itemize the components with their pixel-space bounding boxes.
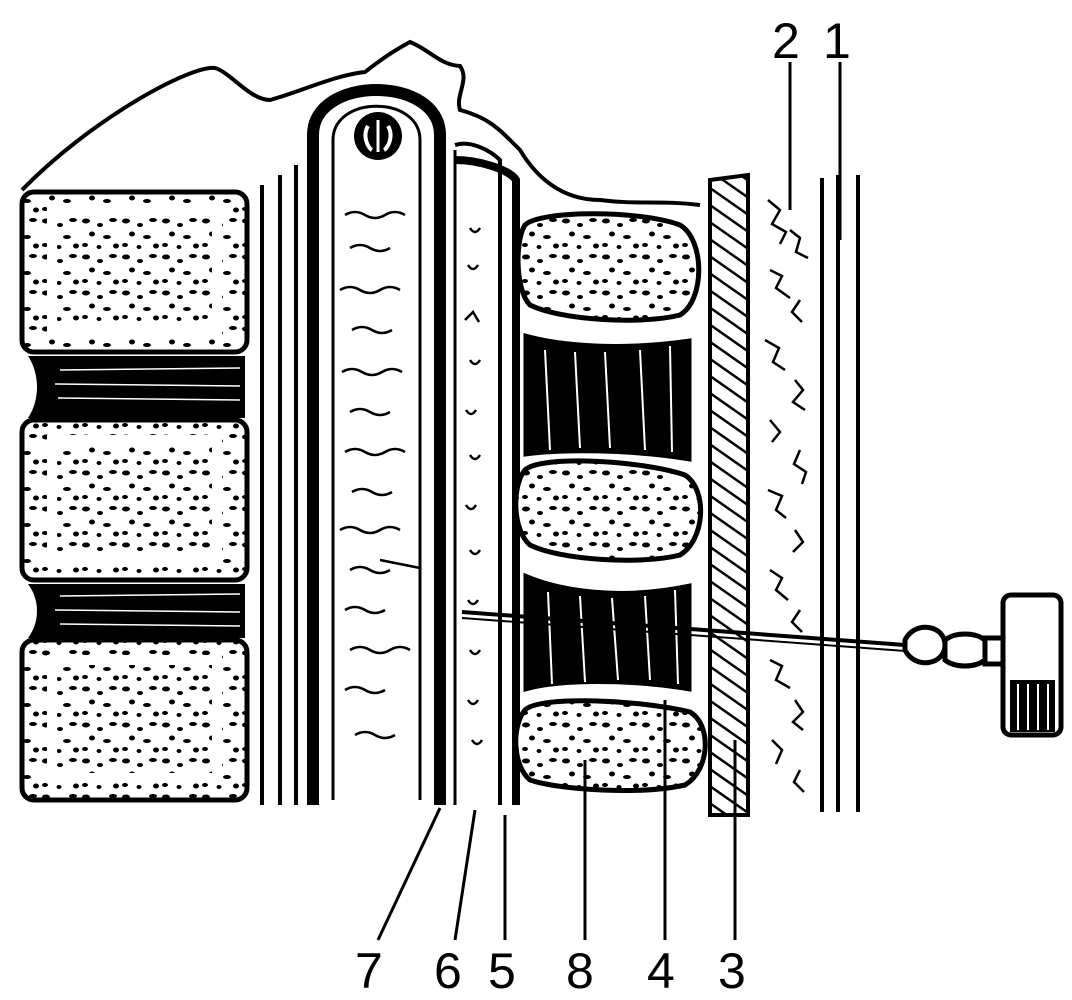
- cauda-equina: [339, 210, 421, 740]
- label-5: 5: [488, 943, 516, 999]
- upper-body-contour: [20, 39, 701, 207]
- intervertebral-discs: [28, 356, 245, 638]
- label-4: 4: [647, 943, 675, 999]
- spinous-process-upper: [515, 211, 702, 323]
- label-1: 1: [823, 13, 851, 69]
- anterior-ligament-lines: [260, 165, 298, 805]
- spinous-process-lower: [513, 698, 708, 793]
- supraspinous-ligament: [708, 172, 750, 817]
- vertebral-bodies: [19, 189, 250, 803]
- spinous-process-middle: [513, 458, 704, 563]
- subcutaneous-tissue: [764, 178, 824, 812]
- label-leader-lines: [376, 62, 842, 941]
- label-3: 3: [718, 943, 746, 999]
- spinal-cord-top: [354, 112, 402, 160]
- dural-sac: [307, 84, 446, 805]
- label-2: 2: [772, 13, 800, 69]
- label-8: 8: [566, 943, 594, 999]
- spinous-processes: [513, 211, 708, 793]
- label-7: 7: [355, 943, 383, 999]
- label-6: 6: [434, 943, 462, 999]
- puncture-needle: [461, 592, 1064, 738]
- vertebral-body-lower: [19, 637, 250, 803]
- vertebral-body-middle: [19, 417, 250, 583]
- skin-layer: [836, 175, 860, 812]
- epidural-space: [453, 141, 520, 805]
- vertebral-body-upper: [19, 189, 250, 355]
- epidural-fat-marks: [464, 227, 484, 746]
